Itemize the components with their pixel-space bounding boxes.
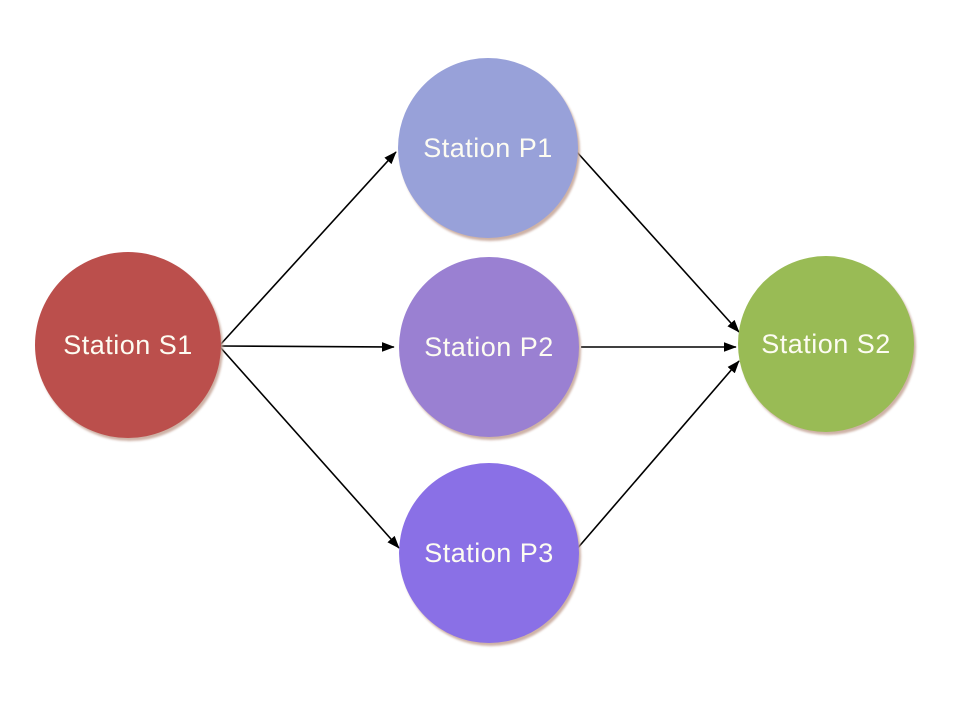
node-station-s1: Station S1 — [35, 252, 221, 438]
node-label-station-p1: Station P1 — [423, 132, 553, 163]
node-station-s2: Station S2 — [738, 256, 914, 432]
edge-station-s1-to-station-p2 — [219, 342, 395, 352]
edge-station-s1-to-station-p1 — [219, 151, 397, 346]
node-label-station-p2: Station P2 — [424, 331, 554, 362]
node-station-p2: Station P2 — [399, 257, 579, 437]
node-label-station-s2: Station S2 — [761, 328, 891, 359]
edge-station-p3-to-station-s2 — [575, 360, 740, 551]
node-label-station-s1: Station S1 — [63, 329, 193, 360]
node-station-p1: Station P1 — [398, 58, 578, 238]
node-station-p3: Station P3 — [399, 463, 579, 643]
edge-station-s1-to-station-p3 — [219, 346, 400, 549]
node-label-station-p3: Station P3 — [424, 537, 554, 568]
edge-station-p1-to-station-s2 — [575, 150, 740, 333]
